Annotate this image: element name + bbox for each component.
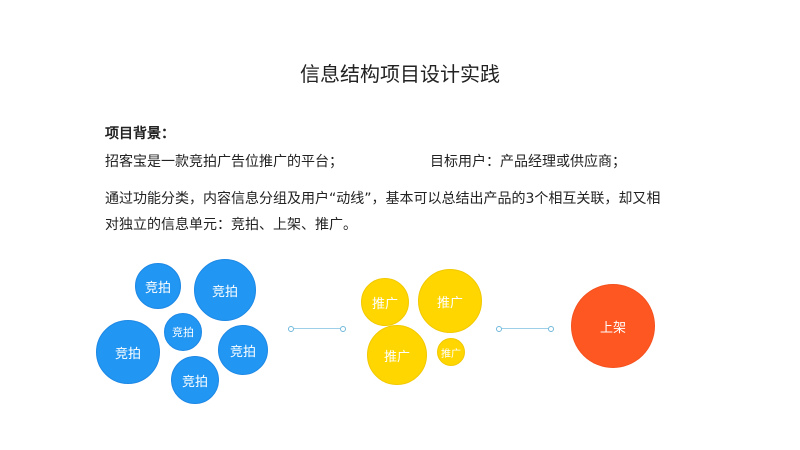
bidding-bubble: 竞拍 [218,325,268,375]
promotion-bubble: 推广 [418,269,482,333]
platform-description: 招客宝是一款竞拍广告位推广的平台； [105,154,343,170]
bidding-bubble: 竞拍 [135,263,181,309]
promotion-bubble: 推广 [367,325,427,385]
promotion-bubble: 推广 [437,338,465,366]
bidding-bubble: 竞拍 [171,356,219,404]
paragraph-line-2: 对独立的信息单元：竞拍、上架、推广。 [105,217,357,233]
connector-start-dot [496,326,502,332]
background-heading: 项目背景： [105,126,175,142]
bidding-bubble: 竞拍 [164,313,202,351]
connector-line [502,328,548,329]
bidding-bubble: 竞拍 [96,320,160,384]
connector-line [294,328,340,329]
connector-start-dot [288,326,294,332]
listing-bubble: 上架 [571,284,655,368]
connector-end-dot [340,326,346,332]
connector-end-dot [548,326,554,332]
promotion-bubble: 推广 [361,278,409,326]
page-title: 信息结构项目设计实践 [300,62,500,86]
bidding-bubble: 竞拍 [194,259,256,321]
target-users: 目标用户：产品经理或供应商； [430,154,626,170]
paragraph-line-1: 通过功能分类，内容信息分组及用户“动线”，基本可以总结出产品的3个相互关联，却又… [105,191,661,207]
